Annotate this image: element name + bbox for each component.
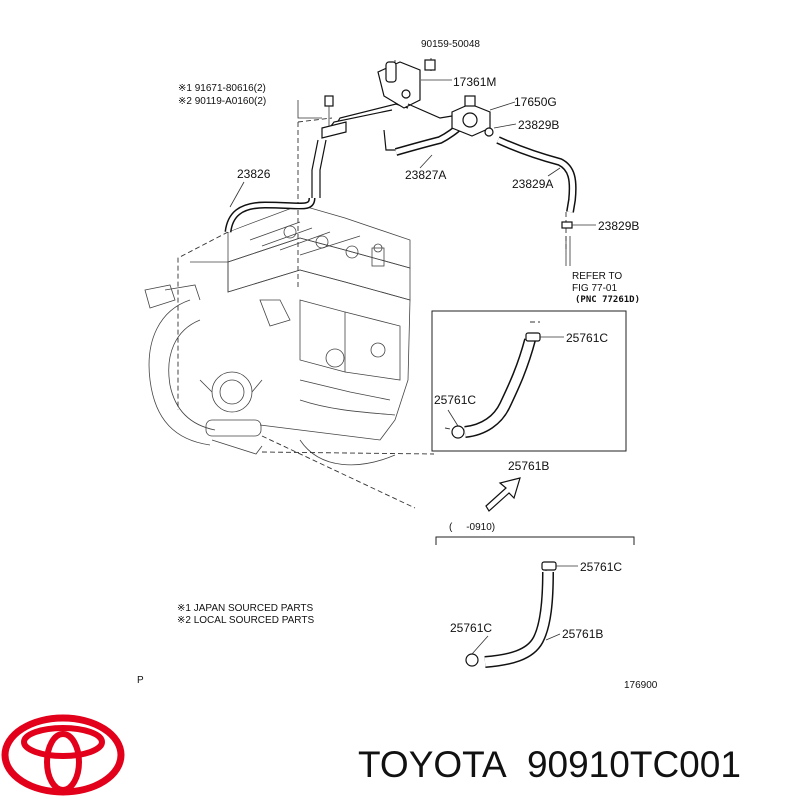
refer-line-2: FIG 77-01 xyxy=(572,283,617,294)
detail-box xyxy=(431,310,627,512)
label-23826: 23826 xyxy=(237,167,271,181)
upper-hose-assembly xyxy=(224,59,577,266)
label-25761c-box-top: 25761C xyxy=(566,331,608,345)
label-17650g: 17650G xyxy=(514,95,557,109)
label-25761c-lower-left: 25761C xyxy=(450,621,492,635)
note-japan-bolt: ※1 91671-80616(2) xyxy=(178,83,266,94)
lower-variant xyxy=(435,536,635,668)
label-90159-50048: 90159-50048 xyxy=(421,39,480,50)
brand-caption: TOYOTA 90910TC001 xyxy=(358,744,741,785)
label-23829a: 23829A xyxy=(512,177,553,191)
toyota-logo-icon xyxy=(1,714,125,796)
label-23829b-mid: 23829B xyxy=(598,219,639,233)
brand-name: TOYOTA 90910TC001 xyxy=(358,744,741,785)
brand-name-text: TOYOTA xyxy=(358,744,507,785)
part-labels: 90159-50048 17361M 17650G 23829B 23827A … xyxy=(178,39,640,641)
legend-local: ※2 LOCAL SOURCED PARTS xyxy=(177,615,314,626)
legend: ※1 JAPAN SOURCED PARTS ※2 LOCAL SOURCED … xyxy=(177,603,314,626)
label-25761c-box-left: 25761C xyxy=(434,393,476,407)
refer-line-1: REFER TO xyxy=(572,271,622,282)
label-23827a: 23827A xyxy=(405,168,446,182)
note-local-bolt: ※2 90119-A0160(2) xyxy=(178,96,266,107)
brand-part-number: 90910TC001 xyxy=(527,744,741,785)
label-leaders xyxy=(229,79,596,427)
figure-number: 176900 xyxy=(624,680,658,691)
refer-line-3: (PNC 77261D) xyxy=(575,295,640,305)
page-mark: P xyxy=(137,675,144,686)
label-23829b-top: 23829B xyxy=(518,118,559,132)
label-25761b-lower: 25761B xyxy=(562,627,603,641)
label-17361m: 17361M xyxy=(453,75,496,89)
label-25761b-box: 25761B xyxy=(508,459,549,473)
legend-japan: ※1 JAPAN SOURCED PARTS xyxy=(177,603,314,614)
leader-lines xyxy=(177,58,567,572)
label-25761c-lower-top: 25761C xyxy=(580,560,622,574)
date-range-label: ( -0910) xyxy=(449,522,495,533)
footer-marks: P 176900 xyxy=(137,675,658,691)
engine-illustration xyxy=(144,204,411,466)
